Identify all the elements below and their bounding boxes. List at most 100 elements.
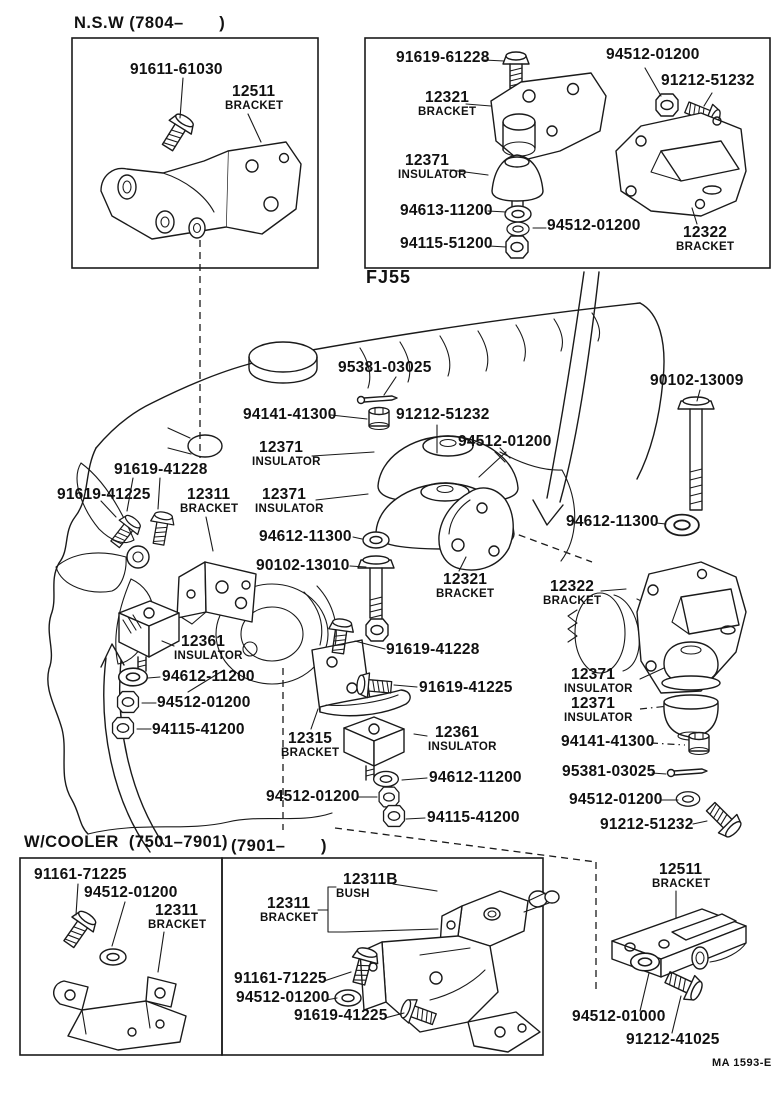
inset-title-late: (7901– ) <box>231 837 327 855</box>
inset-box-late <box>221 857 544 1056</box>
bolt-90102-13009-drawing <box>677 396 715 511</box>
label-94512-01200-center: 94512-01200 <box>266 788 360 805</box>
page-code: MA 1593-E <box>712 1057 772 1069</box>
label-94141-41300-right: 94141-41300 <box>561 733 655 750</box>
washer-94612-11300-right-drawing <box>664 513 700 537</box>
late-washer-94512-drawing <box>334 989 362 1007</box>
label-94512-01200-main-upper: 94512-01200 <box>458 433 552 450</box>
label-94512-01200-late: 94512-01200 <box>236 989 330 1006</box>
label-91161-71225-late: 91161-71225 <box>234 970 327 987</box>
label-91619-41225-left: 91619-41225 <box>57 486 151 503</box>
label-91619-41228-left: 91619-41228 <box>114 461 208 478</box>
insulator-12361-center-drawing <box>343 716 405 781</box>
nut-94512-center-drawing <box>378 786 400 808</box>
bolt-91619-41228-left-drawing <box>146 509 177 547</box>
label-94115-41200-left: 94115-41200 <box>152 721 245 738</box>
inset-box-nsw <box>71 37 319 269</box>
label-91212-51232-right: 91212-51232 <box>600 816 694 833</box>
nsw-bolt-91611-drawing <box>155 109 199 156</box>
label-91212-41025: 91212-41025 <box>626 1031 720 1048</box>
bracket-12311-main-drawing <box>176 561 257 625</box>
fj-insulator-12371-drawing <box>491 154 544 212</box>
label-91161-71225-wc: 91161-71225 <box>34 866 127 883</box>
br-washer-94512-drawing <box>629 952 661 972</box>
cotter-pin-95381-right-drawing <box>666 768 708 778</box>
washer-94612-11200-center-drawing <box>372 770 400 788</box>
inset-title-wcooler: W/COOLER (7501–7901) <box>24 833 228 851</box>
label-94512-01200-left: 94512-01200 <box>157 694 251 711</box>
label-94512-01200-right: 94512-01200 <box>569 791 663 808</box>
label-94115-51200: 94115-51200 <box>400 235 493 252</box>
washer-94612-11200-left-drawing <box>117 667 149 687</box>
nut-94512-left-drawing <box>116 690 140 714</box>
inset-title-nsw: N.S.W (7804– ) <box>74 14 226 32</box>
label-90102-13010: 90102-13010 <box>256 557 350 574</box>
label-91619-41225-center: 91619-41225 <box>419 679 513 696</box>
fj-bracket-12322-drawing <box>615 112 747 217</box>
wc-bolt-91161-drawing <box>57 906 101 953</box>
label-91619-61228: 91619-61228 <box>396 49 490 66</box>
label-94612-11300-right: 94612-11300 <box>566 513 659 530</box>
label-91611-61030: 91611-61030 <box>130 61 223 78</box>
label-90102-13009: 90102-13009 <box>650 372 744 389</box>
late-label-brace <box>317 886 346 933</box>
label-94613-11200: 94613-11200 <box>400 202 493 219</box>
label-91212-51232-main: 91212-51232 <box>396 406 490 423</box>
label-91212-51232-fj: 91212-51232 <box>661 72 755 89</box>
label-95381-03025-top: 95381-03025 <box>338 359 432 376</box>
castle-nut-94141-top-drawing <box>368 406 390 431</box>
bolt-91212-right-drawing <box>700 796 747 843</box>
label-94512-01200-fj-top: 94512-01200 <box>606 46 700 63</box>
wc-washer-94512-drawing <box>99 948 127 966</box>
insulator-12371-right-stack-drawing <box>661 641 721 741</box>
washer-94612-11300-left-drawing <box>362 531 390 549</box>
label-94612-11200-left: 94612-11200 <box>162 668 255 685</box>
cotter-pin-95381-top-drawing <box>356 395 398 405</box>
nsw-bracket-12511-drawing <box>100 141 302 240</box>
fj55-location-arrow <box>532 271 600 526</box>
label-94512-01200-fj-mid: 94512-01200 <box>547 217 641 234</box>
inset-box-fj55 <box>364 37 771 269</box>
label-91619-41225-late: 91619-41225 <box>294 1007 388 1024</box>
label-94512-01200-wc: 94512-01200 <box>84 884 178 901</box>
wc-bracket-12311-drawing <box>53 976 187 1051</box>
label-91619-41228-center: 91619-41228 <box>386 641 480 658</box>
fj-bracket-12321-drawing <box>490 72 607 162</box>
bolt-90102-13010-drawing <box>357 555 395 619</box>
nut-on-13010-drawing <box>365 618 389 642</box>
fj-washer-94512-drawing <box>506 221 530 237</box>
bracket-12321-main-drawing <box>438 487 514 571</box>
leader-lines <box>75 59 713 1034</box>
label-95381-03025-right: 95381-03025 <box>562 763 656 780</box>
nut-94115-left-drawing <box>111 716 135 740</box>
fj-nut-94115-drawing <box>505 235 529 259</box>
label-94141-41300-top: 94141-41300 <box>243 406 337 423</box>
engine-sketch <box>47 302 678 835</box>
nut-94115-center-drawing <box>382 804 406 828</box>
washer-94512-right-drawing <box>675 791 701 807</box>
label-94612-11200-center: 94612-11200 <box>429 769 522 786</box>
bracket-12315-drawing <box>311 639 411 717</box>
fj-nut-94512-drawing <box>655 93 679 117</box>
label-94612-11300-left: 94612-11300 <box>259 528 352 545</box>
inset-caption-fj55: FJ55 <box>366 267 412 287</box>
late-bracket-12311-drawing <box>359 890 560 1053</box>
